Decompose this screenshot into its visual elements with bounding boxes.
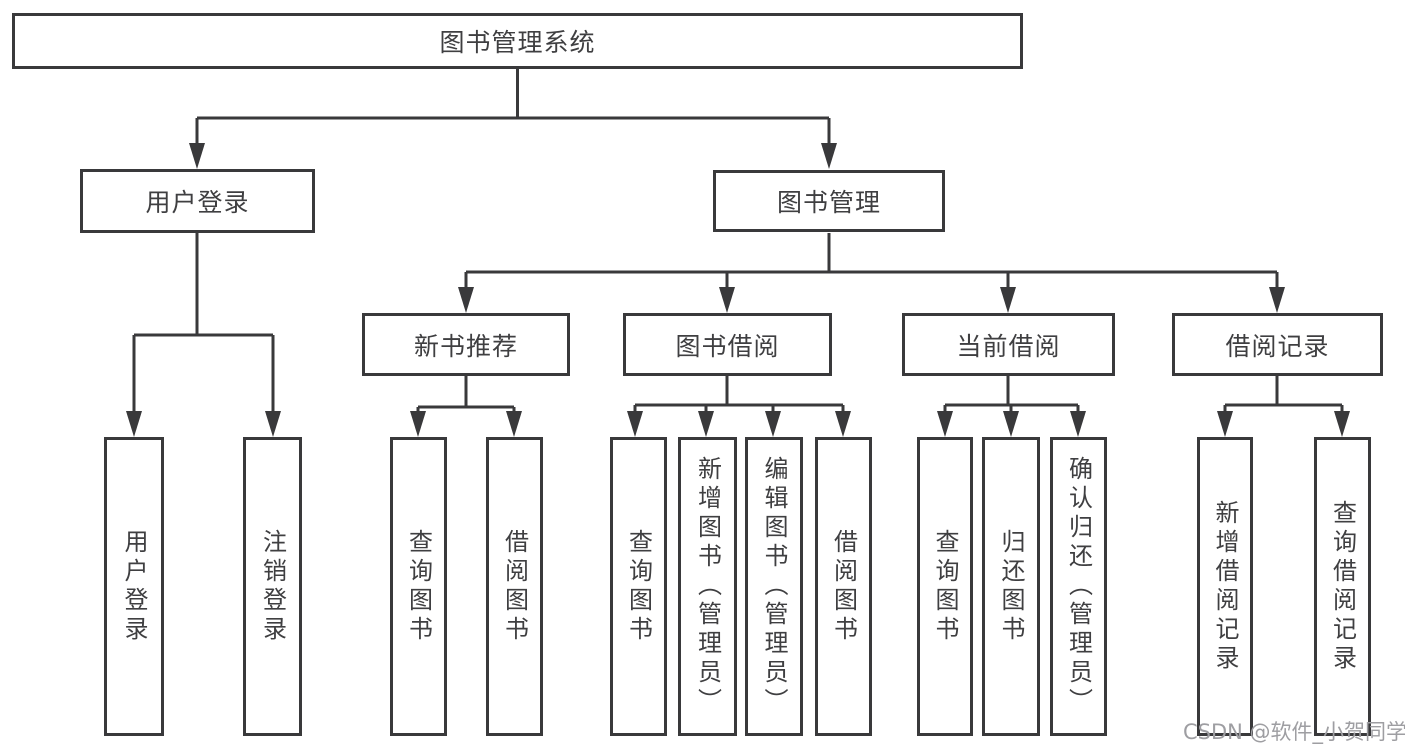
node-user-login: 用户登录 [80, 169, 315, 233]
node-current-borrow: 当前借阅 [902, 313, 1115, 376]
leaf-edit-book-admin: 编辑图书（管理员） [745, 437, 803, 736]
leaf-borrow-book-recommend: 借阅图书 [486, 437, 543, 736]
leaf-logout: 注销登录 [243, 437, 302, 736]
leaf-return-book: 归还图书 [982, 437, 1040, 736]
leaf-user-login: 用户登录 [104, 437, 164, 736]
leaf-borrow-book: 借阅图书 [815, 437, 872, 736]
leaf-query-book-recommend: 查询图书 [390, 437, 447, 736]
node-borrow-records: 借阅记录 [1172, 313, 1383, 376]
leaf-query-book-borrow: 查询图书 [610, 437, 667, 736]
node-new-book-recommend: 新书推荐 [362, 313, 570, 376]
node-book-management: 图书管理 [713, 170, 945, 232]
leaf-add-book-admin: 新增图书（管理员） [678, 437, 737, 736]
watermark: CSDN @软件_小贺同学 [1183, 720, 1405, 744]
leaf-query-book-current: 查询图书 [917, 437, 973, 736]
node-root-system: 图书管理系统 [12, 13, 1023, 69]
node-book-borrow: 图书借阅 [623, 313, 832, 376]
leaf-add-borrow-record: 新增借阅记录 [1197, 437, 1253, 736]
leaf-query-borrow-record: 查询借阅记录 [1314, 437, 1371, 736]
leaf-confirm-return-admin: 确认归还（管理员） [1050, 437, 1107, 736]
